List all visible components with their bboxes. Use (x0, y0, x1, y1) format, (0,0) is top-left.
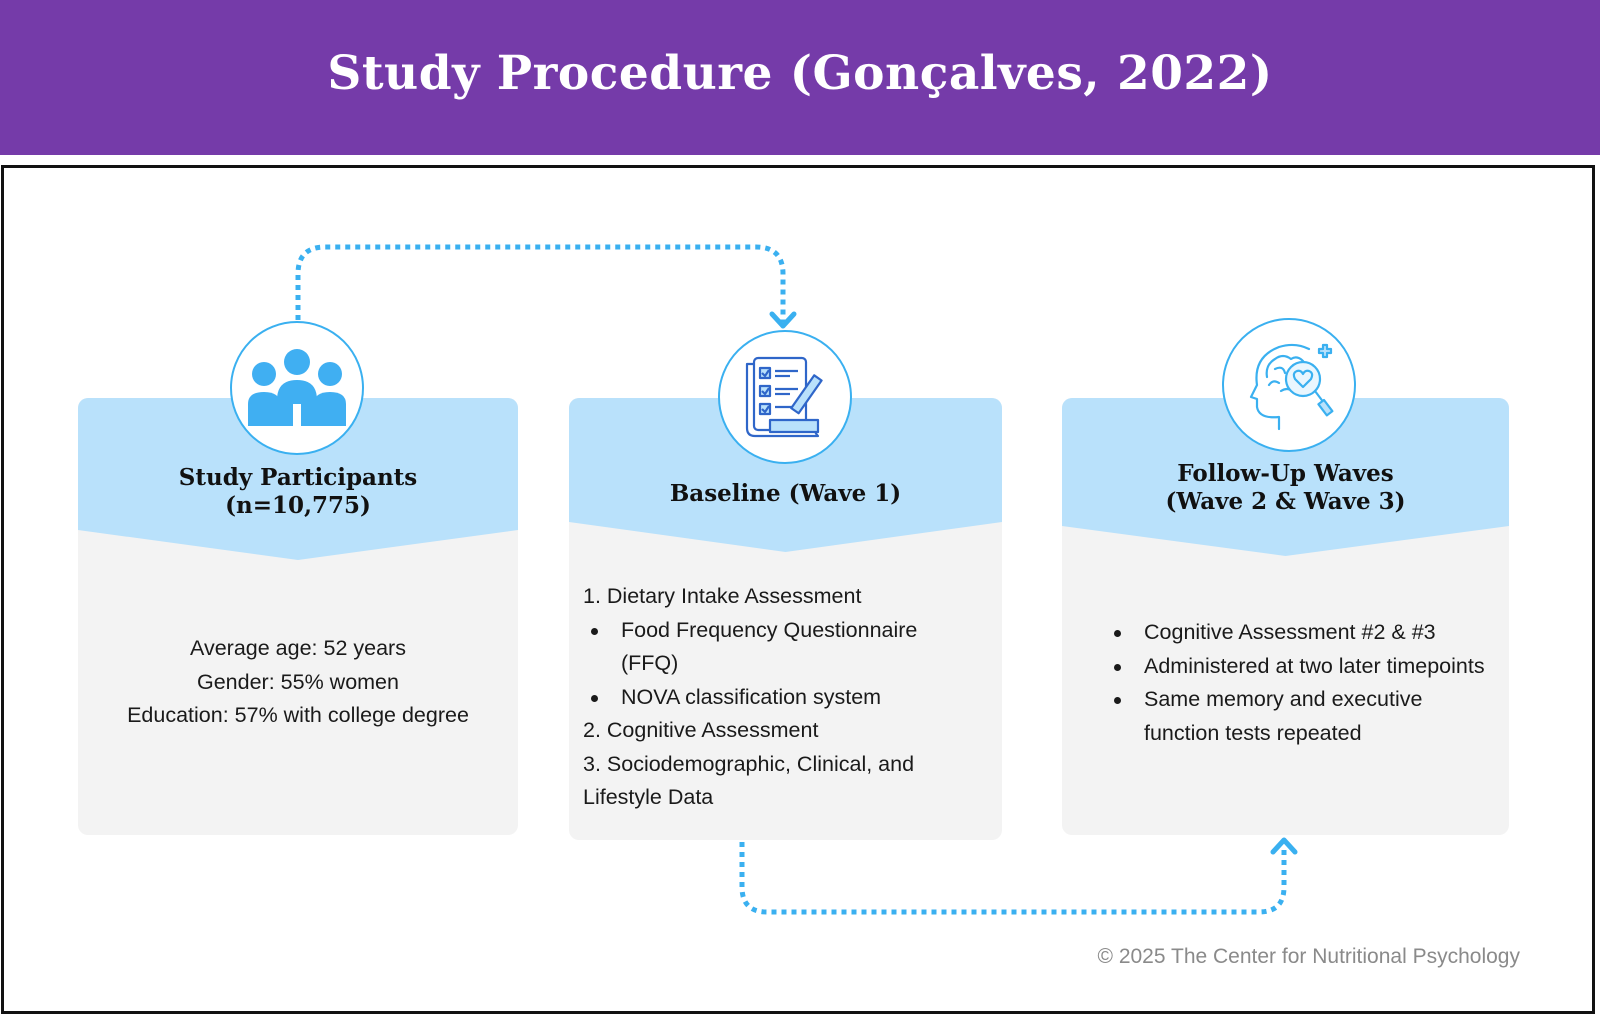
card-title-line: Baseline (Wave 1) (669, 480, 902, 507)
card-title: Study Participants (n=10,775) (78, 464, 518, 520)
list-item: Same memory and executive function tests… (1106, 683, 1486, 750)
card-header-band (1062, 398, 1509, 556)
page-title: Study Procedure (Gonçalves, 2022) (327, 46, 1273, 101)
list-item: 3. Sociodemographic, Clinical, and Lifes… (583, 751, 915, 810)
header-banner: Study Procedure (Gonçalves, 2022) (0, 0, 1600, 155)
connector-participants-to-baseline (295, 244, 786, 322)
card-title-line: Study Participants (178, 464, 418, 491)
people-group-icon (230, 321, 364, 455)
card-header-band (78, 398, 518, 560)
card-title: Baseline (Wave 1) (569, 480, 1002, 508)
brain-search-icon (1222, 318, 1356, 452)
arrowhead-up-icon (1270, 837, 1298, 855)
list-item: Cognitive Assessment #2 & #3 (1106, 616, 1486, 650)
card-title-line: (n=10,775) (225, 492, 371, 519)
card-body: Cognitive Assessment #2 & #3 Administere… (1106, 616, 1486, 750)
list-item: 1. Dietary Intake Assessment (583, 584, 862, 608)
card-baseline: Baseline (Wave 1) 1. Dietary Intake Asse… (569, 398, 1002, 840)
card-body: 1. Dietary Intake Assessment Food Freque… (583, 580, 983, 815)
checklist-clipboard-icon (718, 330, 852, 464)
card-header-band (569, 398, 1002, 552)
arrowhead-down-icon (769, 311, 797, 329)
card-title-line: Follow-Up Waves (1177, 460, 1394, 487)
card-study-participants: Study Participants (n=10,775) Average ag… (78, 398, 518, 835)
card-title-line: (Wave 2 & Wave 3) (1165, 488, 1406, 515)
list-item: Administered at two later timepoints (1106, 650, 1486, 684)
card-body: Average age: 52 years Gender: 55% women … (78, 632, 518, 733)
connector-baseline-to-followup (739, 842, 1287, 915)
stat-education: Education: 57% with college degree (127, 703, 469, 727)
stat-average-age: Average age: 52 years (190, 636, 406, 660)
card-follow-up-waves: Follow-Up Waves (Wave 2 & Wave 3) Cognit… (1062, 398, 1509, 835)
list-item: Food Frequency Questionnaire (FFQ) (583, 614, 951, 681)
card-title: Follow-Up Waves (Wave 2 & Wave 3) (1062, 460, 1509, 516)
list-item: 2. Cognitive Assessment (583, 718, 819, 742)
copyright-notice: © 2025 The Center for Nutritional Psycho… (1097, 945, 1520, 968)
stat-gender: Gender: 55% women (197, 669, 399, 694)
list-item: NOVA classification system (583, 681, 983, 715)
